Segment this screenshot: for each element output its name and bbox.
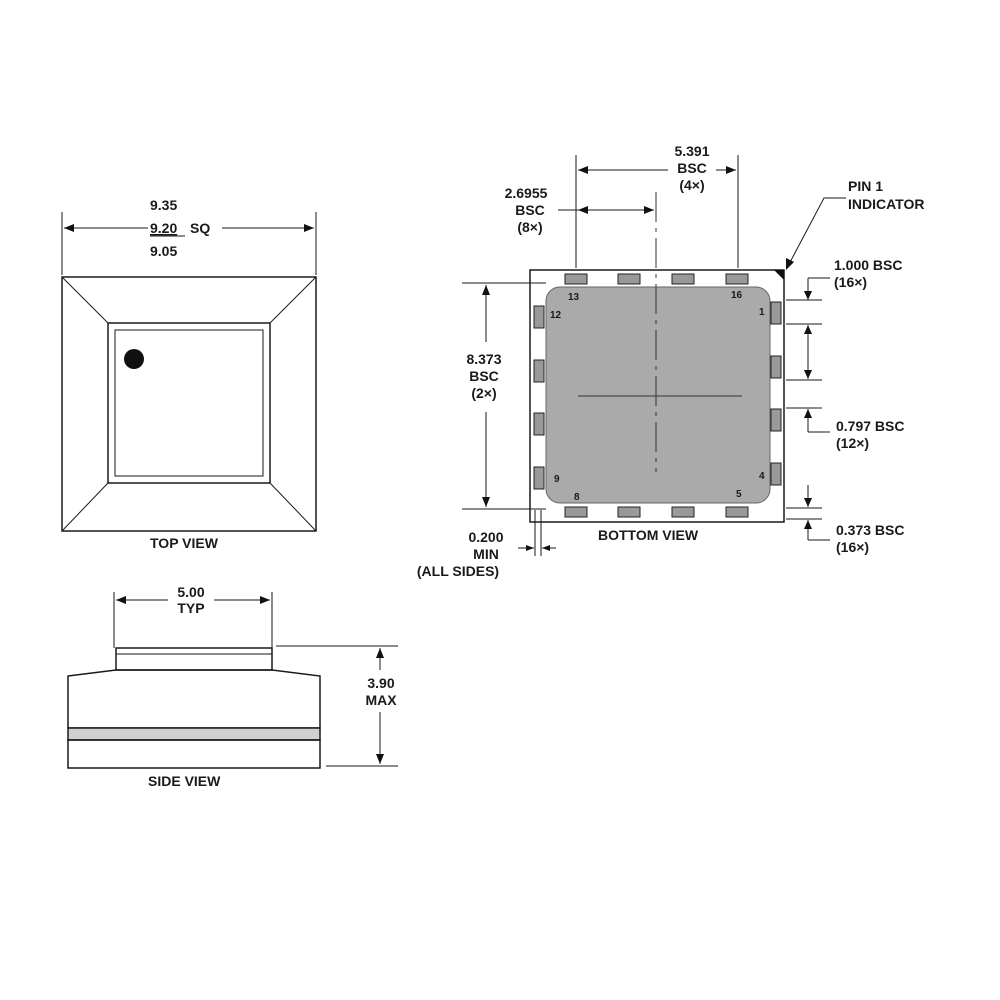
pad-bottom bbox=[671, 506, 695, 518]
dim-arrow bbox=[804, 498, 812, 507]
dim-arrow bbox=[542, 545, 550, 551]
side-view-height-note: MAX bbox=[365, 692, 397, 708]
dim-5391-note: BSC bbox=[677, 160, 707, 176]
top-view-dim-min: 9.05 bbox=[150, 243, 177, 259]
dim-0200-sides: (ALL SIDES) bbox=[417, 563, 499, 579]
dim-0373-value: 0.373 BSC bbox=[836, 522, 904, 538]
pin1-corner-mark bbox=[774, 270, 784, 280]
pin-number: 4 bbox=[759, 471, 765, 482]
dim-arrow bbox=[376, 648, 384, 658]
dim-arrow bbox=[260, 596, 270, 604]
pad-right bbox=[770, 408, 782, 432]
top-view-chamfer bbox=[61, 482, 109, 532]
dim-arrow bbox=[482, 497, 490, 507]
top-view-chamfer bbox=[269, 482, 317, 532]
pin1-indicator-label-line1: PIN 1 bbox=[848, 178, 883, 194]
top-view-lid-inner bbox=[114, 329, 264, 477]
top-view-dim-sq: SQ bbox=[190, 220, 210, 236]
pad-top bbox=[725, 273, 749, 285]
pad-bottom bbox=[617, 506, 641, 518]
dim-arrow bbox=[64, 224, 74, 232]
pad-right bbox=[770, 462, 782, 486]
pin-number: 8 bbox=[574, 492, 580, 503]
side-view-base bbox=[67, 739, 321, 769]
side-view-lid bbox=[115, 647, 273, 671]
dim-8373-count: (2×) bbox=[471, 385, 496, 401]
bottom-view-title: BOTTOM VIEW bbox=[598, 527, 699, 543]
pin1-indicator-label-line2: INDICATOR bbox=[848, 196, 924, 212]
pad-bottom bbox=[564, 506, 588, 518]
dim-arrow bbox=[804, 409, 812, 418]
dim-26955-note: BSC bbox=[515, 202, 545, 218]
dim-arrow bbox=[304, 224, 314, 232]
pad-top bbox=[617, 273, 641, 285]
pad-right bbox=[770, 355, 782, 379]
pad-bottom bbox=[725, 506, 749, 518]
thermal-pad bbox=[545, 286, 771, 504]
top-view: 9.35 9.20 SQ 9.05 TOP VIEW bbox=[61, 197, 317, 551]
dim-8373-note: BSC bbox=[469, 368, 499, 384]
dim-5391-value: 5.391 bbox=[674, 143, 709, 159]
side-view-seam bbox=[67, 727, 321, 741]
top-view-dim-nominal: 9.20 bbox=[150, 220, 177, 236]
dim-arrow bbox=[482, 285, 490, 295]
pad-top bbox=[671, 273, 695, 285]
dim-1000-value: 1.000 BSC bbox=[834, 257, 902, 273]
dim-arrow bbox=[578, 166, 588, 174]
dim-26955-count: (8×) bbox=[517, 219, 542, 235]
pin1-dot-marker bbox=[124, 349, 144, 369]
pad-left bbox=[533, 305, 545, 329]
side-view-height-value: 3.90 bbox=[367, 675, 394, 691]
pin1-leader-arrow bbox=[786, 258, 794, 270]
side-view-width-value: 5.00 bbox=[177, 584, 204, 600]
dim-arrow bbox=[578, 206, 588, 214]
pin-number: 9 bbox=[554, 474, 560, 485]
dim-0200-note: MIN bbox=[473, 546, 499, 562]
dim-26955-value: 2.6955 bbox=[505, 185, 548, 201]
pad-top bbox=[564, 273, 588, 285]
top-view-lid bbox=[107, 322, 271, 484]
pad-right bbox=[770, 301, 782, 325]
top-view-outer-body bbox=[61, 276, 317, 532]
dim-5391-count: (4×) bbox=[679, 177, 704, 193]
dim-arrow bbox=[526, 545, 534, 551]
dim-arrow bbox=[804, 520, 812, 529]
top-view-title: TOP VIEW bbox=[150, 535, 219, 551]
pad-left bbox=[533, 359, 545, 383]
dim-arrow bbox=[644, 206, 654, 214]
side-view: 5.00 TYP 3.90 MAX SIDE VIEW bbox=[67, 584, 398, 789]
pin-number: 12 bbox=[550, 310, 562, 321]
dim-1000-count: (16×) bbox=[834, 274, 867, 290]
pin-number: 5 bbox=[736, 489, 742, 500]
bottom-view: 13 16 12 1 9 4 8 5 5.391 BSC (4×) 2.6955… bbox=[417, 143, 925, 579]
dim-0200-value: 0.200 bbox=[468, 529, 503, 545]
bottom-view-outline bbox=[529, 269, 785, 523]
pad-left bbox=[533, 412, 545, 436]
pad-left bbox=[533, 466, 545, 490]
top-view-chamfer bbox=[269, 276, 317, 324]
pin1-leader-line bbox=[787, 197, 846, 267]
pin-number: 1 bbox=[759, 307, 765, 318]
dim-0373-count: (16×) bbox=[836, 539, 869, 555]
dim-arrow bbox=[804, 291, 812, 300]
side-view-title: SIDE VIEW bbox=[148, 773, 221, 789]
dim-arrow bbox=[116, 596, 126, 604]
dim-arrow bbox=[804, 325, 812, 334]
pin-number: 13 bbox=[568, 292, 580, 303]
dim-8373-value: 8.373 bbox=[466, 351, 501, 367]
side-view-body bbox=[67, 669, 321, 729]
dim-0797-count: (12×) bbox=[836, 435, 869, 451]
side-view-width-note: TYP bbox=[177, 600, 204, 616]
top-view-chamfer bbox=[61, 276, 109, 324]
pin-number: 16 bbox=[731, 290, 743, 301]
dim-arrow bbox=[376, 754, 384, 764]
dim-arrow bbox=[804, 370, 812, 379]
top-view-dim-max: 9.35 bbox=[150, 197, 177, 213]
dim-0797-value: 0.797 BSC bbox=[836, 418, 904, 434]
